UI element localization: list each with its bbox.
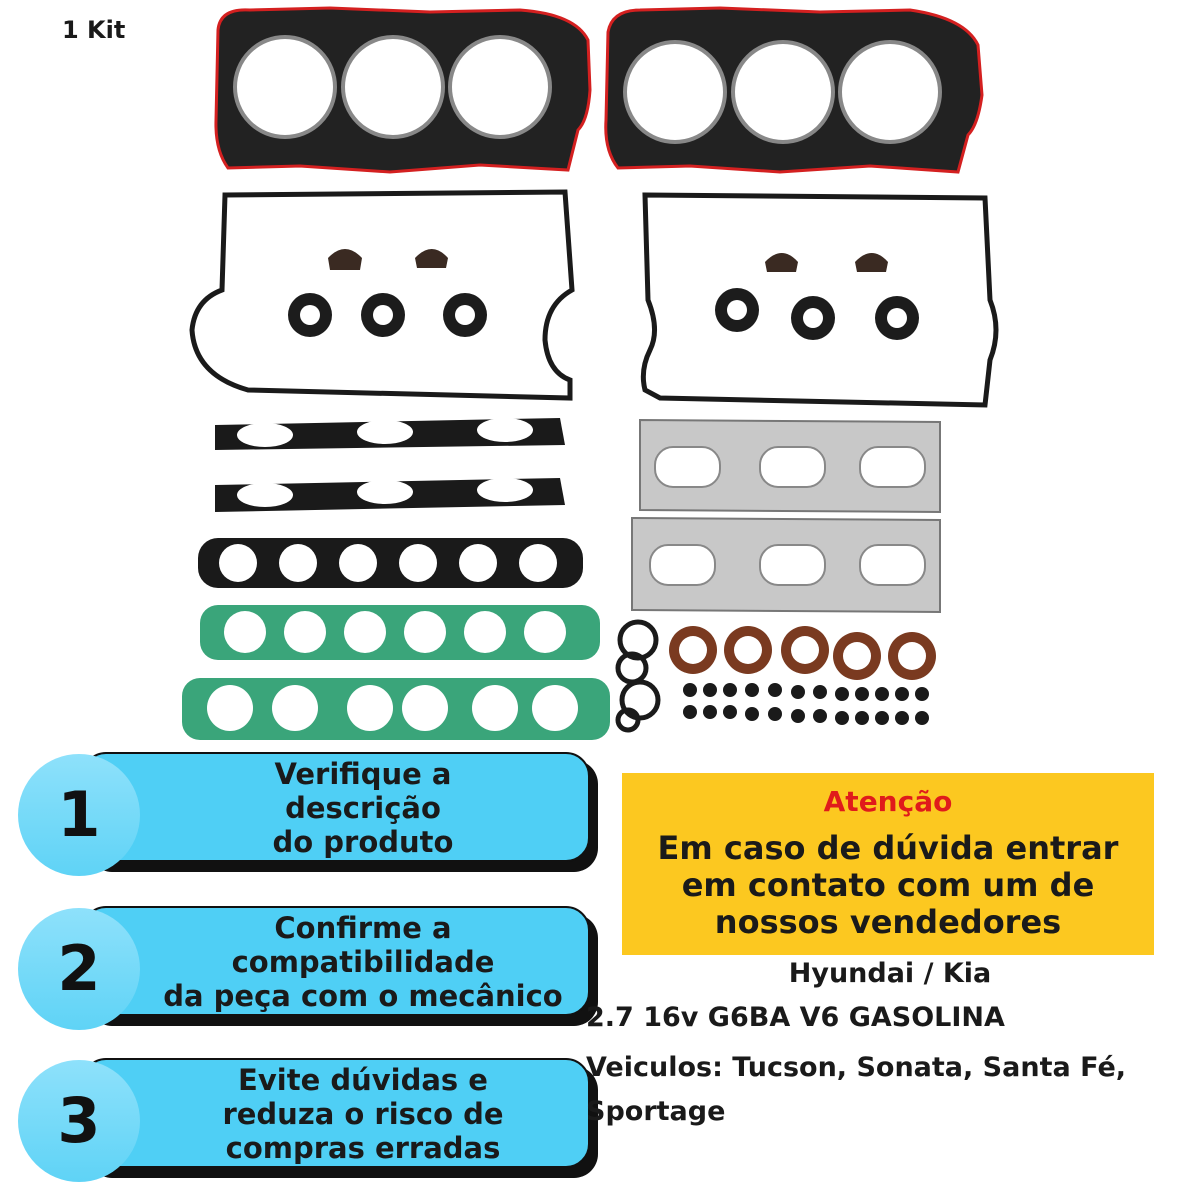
step-2-number: 2 bbox=[57, 932, 101, 1005]
camshaft-seals-right bbox=[715, 253, 919, 340]
head-gasket-right bbox=[604, 6, 984, 174]
kit-quantity-label: 1 Kit bbox=[62, 16, 126, 44]
compatible-vehicles: Veiculos: Tucson, Sonata, Santa Fé, Spor… bbox=[586, 1052, 1127, 1127]
notice-title: Atenção bbox=[823, 785, 953, 818]
notice-body: Em caso de dúvida entrar em contato com … bbox=[657, 829, 1119, 941]
valve-cover-gasket-left bbox=[189, 189, 575, 401]
gasket-kit-image bbox=[182, 6, 999, 740]
valve-stem-seals bbox=[683, 683, 929, 725]
step-1-circle bbox=[18, 754, 140, 876]
valve-cover-gasket-right bbox=[640, 192, 999, 408]
step-3-circle bbox=[18, 1060, 140, 1182]
step-1-number: 1 bbox=[57, 778, 101, 851]
o-rings bbox=[615, 619, 661, 733]
brand-label: Hyundai / Kia bbox=[788, 958, 992, 989]
step-3-number: 3 bbox=[57, 1084, 101, 1157]
step-3-banner: 3 Evite dúvidas e reduza o risco de comp… bbox=[18, 1058, 598, 1182]
step-1-banner: 1 Verifique a descrição do produto bbox=[18, 752, 598, 876]
step-3-text: Evite dúvidas e reduza o risco de compra… bbox=[222, 1063, 504, 1165]
head-gasket-left bbox=[214, 6, 592, 174]
step-2-banner: 2 Confirme a compatibilidade da peça com… bbox=[18, 906, 598, 1030]
step-2-circle bbox=[18, 908, 140, 1030]
step-2-text: Confirme a compatibilidade da peça com o… bbox=[163, 911, 563, 1013]
step-1-text: Verifique a descrição do produto bbox=[272, 757, 454, 859]
camshaft-seals-left bbox=[288, 249, 487, 337]
engine-spec: 2.7 16v G6BA V6 GASOLINA bbox=[586, 1002, 1005, 1033]
notice-box bbox=[622, 773, 1154, 955]
